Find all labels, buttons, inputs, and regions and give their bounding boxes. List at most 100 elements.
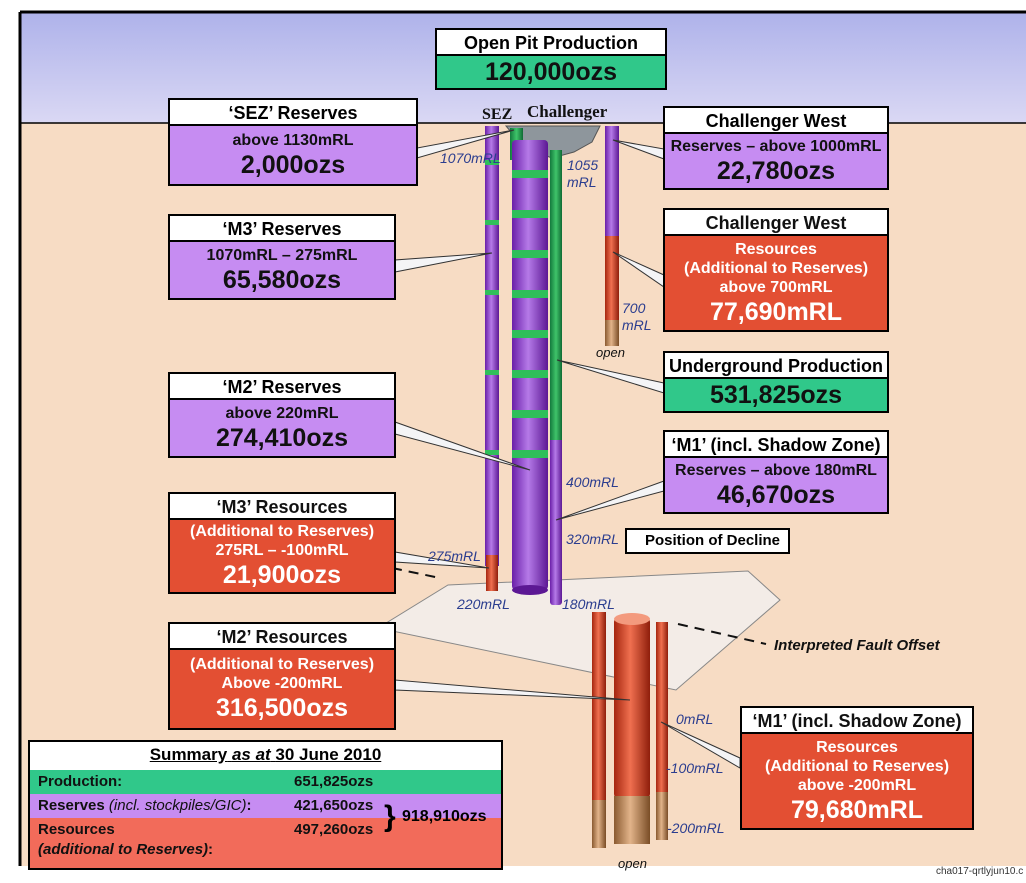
m2-resources-line2: Above -200mRL [221, 675, 343, 692]
m2-band [512, 450, 548, 458]
fault-offset-label: Interpreted Fault Offset [774, 637, 940, 654]
m1-resources-box: ‘M1’ (incl. Shadow Zone) Resources (Addi… [740, 706, 974, 830]
open-pit-value: 120,000ozs [484, 58, 618, 86]
summary-heading-asat: as at [231, 745, 271, 764]
sez-reserves-title: ‘SEZ’ Reserves [170, 100, 416, 126]
cw-reserves-column [605, 126, 619, 236]
summary-production-value: 651,825ozs [294, 773, 374, 790]
level-0-label: 0mRL [676, 711, 714, 727]
m3-resources-column [486, 555, 498, 591]
m3-reserves-level: 1070mRL – 275mRL [206, 246, 358, 264]
m1-resources-line3: above -200mRL [797, 776, 917, 794]
m1-resources-value: 79,680mRL [790, 795, 924, 824]
level-400-label: 400mRL [566, 474, 619, 490]
sez-reserves-value: 2,000ozs [240, 150, 346, 179]
cw-resources-title: Challenger West [665, 210, 887, 236]
m2-band [512, 170, 548, 178]
level-275-label: 275mRL [428, 548, 481, 564]
m2-column-base [512, 585, 548, 595]
summary-total-value: 918,910ozs [402, 808, 487, 825]
m2-band [512, 250, 548, 258]
summary-resources-label: Resources [38, 821, 115, 838]
cw-resources-line2: (Additional to Reserves) [683, 259, 869, 277]
level-220-label: 220mRL [457, 596, 510, 612]
m3-resources-title: ‘M3’ Resources [170, 494, 394, 520]
m3-band [485, 450, 499, 455]
m2-reserves-column [512, 140, 548, 590]
level-minus100-label: -100mRL [666, 760, 724, 776]
open-pit-production-box: Open Pit Production 120,000ozs [435, 28, 667, 90]
level-minus200-label: -200mRL [667, 820, 725, 836]
m2-band [512, 330, 548, 338]
m3-reserves-column [485, 126, 499, 566]
m2-band [512, 370, 548, 378]
summary-production-label: Production: [38, 773, 123, 790]
m1-reserves-value: 46,670ozs [716, 480, 836, 509]
summary-resources-value: 497,260ozs [294, 821, 374, 838]
sez-reserves-box: ‘SEZ’ Reserves above 1130mRL 2,000ozs [168, 98, 418, 186]
open-label-cw: open [596, 345, 625, 360]
m2-resources-line1: (Additional to Reserves) [189, 656, 375, 673]
m2-band [512, 210, 548, 218]
fault-line-left [391, 567, 441, 579]
fault-plane [376, 570, 781, 691]
m3-band [485, 290, 499, 295]
level-1070-label: 1070mRL [440, 150, 501, 166]
summary-reserves-label-wrap: Reserves (incl. stockpiles/GIC): [38, 797, 252, 814]
level-180-label: 180mRL [562, 596, 615, 612]
m3-resources-line1: (Additional to Reserves) [189, 523, 375, 540]
m1-deep-open [656, 792, 668, 840]
summary-resources-row: Resources (additional to Reserves): 497,… [30, 818, 501, 868]
m3-resources-box: ‘M3’ Resources (Additional to Reserves) … [168, 492, 396, 594]
summary-resources-note: (additional to Reserves) [38, 841, 209, 858]
summary-production-row: Production: 651,825ozs [30, 770, 501, 794]
m2-band [512, 290, 548, 298]
m3-band [485, 370, 499, 375]
m3-resources-value: 21,900ozs [222, 561, 342, 589]
sez-reserves-level: above 1130mRL [232, 131, 354, 149]
summary-heading-word: Summary [149, 745, 228, 764]
m2-reserves-box: ‘M2’ Reserves above 220mRL 274,410ozs [168, 372, 396, 458]
summary-heading: Summary as at 30 June 2010 [30, 742, 501, 768]
level-700-label: 700 [622, 300, 646, 316]
m2-band [512, 410, 548, 418]
challenger-label: Challenger [527, 102, 608, 121]
underground-title: Underground Production [665, 353, 887, 379]
figure-credit: cha017-qrtlyjun10.c [936, 866, 1024, 877]
summary-resources-note-wrap: (additional to Reserves): [38, 841, 214, 858]
m3-deep-column [592, 612, 606, 812]
cw-resources-value: 77,690mRL [709, 297, 843, 326]
m2-reserves-value: 274,410ozs [215, 423, 349, 452]
cw-reserves-level: Reserves – above 1000mRL [670, 137, 882, 155]
m1-resources-title: ‘M1’ (incl. Shadow Zone) [742, 708, 972, 734]
open-label-deep: open [618, 856, 647, 871]
m3-reserves-title: ‘M3’ Reserves [170, 216, 394, 242]
m3-reserves-box: ‘M3’ Reserves 1070mRL – 275mRL 65,580ozs [168, 214, 396, 300]
open-pit-title: Open Pit Production [437, 30, 665, 56]
level-1055-unit: mRL [567, 174, 597, 190]
m2-deep-open [614, 796, 650, 844]
m1-mined-section [550, 150, 562, 440]
m2-resources-box: ‘M2’ Resources (Additional to Reserves) … [168, 622, 396, 730]
underground-production-box: Underground Production 531,825ozs [663, 351, 889, 413]
cw-open-section [605, 320, 619, 346]
summary-table: Summary as at 30 June 2010 Production: 6… [28, 740, 503, 870]
m1-reserves-box: ‘M1’ (incl. Shadow Zone) Reserves – abov… [663, 430, 889, 514]
m3-band [485, 220, 499, 225]
m3-band [485, 160, 499, 165]
cw-resources-line3: above 700mRL [719, 278, 833, 296]
m2-resources-value: 316,500ozs [215, 694, 349, 722]
m1-resources-line1: Resources [816, 738, 898, 756]
level-1055-label: 1055 [567, 157, 599, 173]
level-700-unit: mRL [622, 317, 652, 333]
cw-resources-line1: Resources [735, 240, 817, 258]
underground-value: 531,825ozs [709, 381, 843, 409]
summary-reserves-note: (incl. stockpiles/GIC) [108, 797, 247, 814]
cw-reserves-box: Challenger West Reserves – above 1000mRL… [663, 106, 889, 190]
m2-deep-top [614, 613, 650, 625]
m3-resources-line2: 275RL – -100mRL [215, 542, 349, 559]
m2-deep-column [614, 618, 650, 798]
m3-deep-open [592, 800, 606, 848]
summary-heading-date: 30 June 2010 [275, 745, 382, 764]
level-320-label: 320mRL [566, 531, 619, 547]
